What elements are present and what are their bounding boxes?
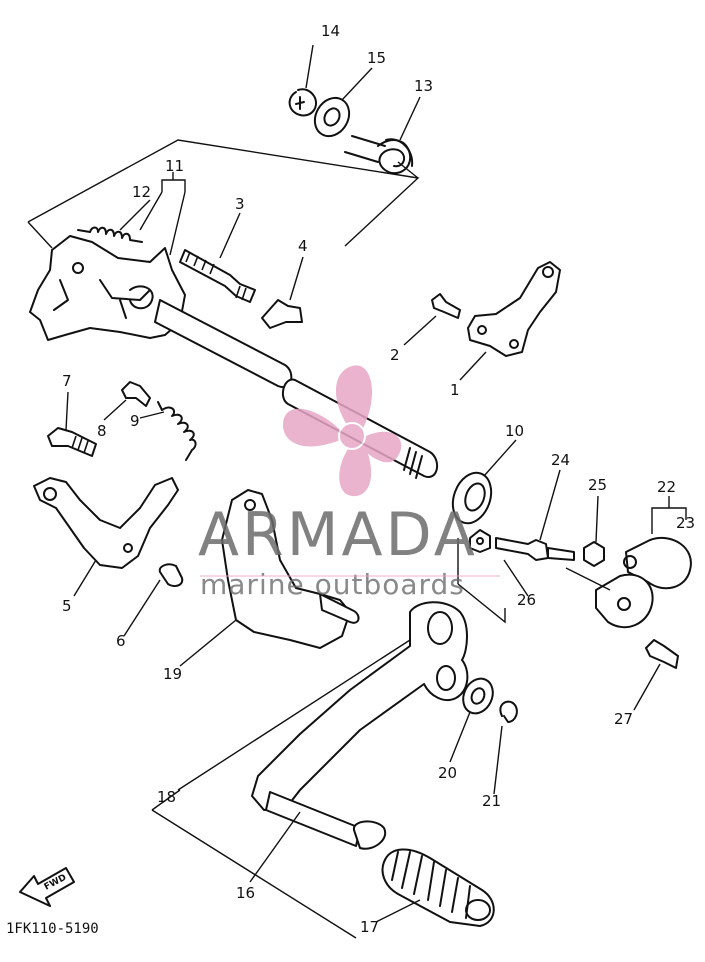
watermark-propeller-logo [283, 365, 402, 497]
part-label-11: 11 [165, 157, 184, 175]
footpeg-rubber-17 [381, 848, 495, 927]
part-label-2: 2 [390, 346, 400, 364]
logo-blade-top [335, 365, 373, 430]
leader-lines [65, 44, 661, 923]
nut-25 [583, 541, 605, 567]
part-label-9: 9 [130, 412, 140, 430]
oil-seal-10 [451, 471, 493, 525]
part-label-25: 25 [588, 476, 607, 494]
watermark-title: ARMADA [198, 500, 478, 570]
part-label-8: 8 [97, 422, 107, 440]
shift-pedal-18 [251, 601, 469, 811]
spring-9 [157, 401, 197, 461]
stopper-plate-4 [261, 299, 303, 329]
group-outline-16-18 [151, 789, 357, 939]
bolt-7 [47, 427, 97, 457]
part-label-6: 6 [116, 632, 126, 650]
rod-end-22-23 [623, 537, 692, 590]
part-label-19: 19 [163, 665, 182, 683]
shift-arm-19 [221, 489, 360, 649]
part-label-4: 4 [298, 237, 308, 255]
bolt-8 [121, 381, 151, 407]
bracket-22-23 [651, 496, 687, 534]
logo-blade-bottom [339, 440, 372, 497]
part-label-16: 16 [236, 884, 255, 902]
rod-end-lower [595, 573, 654, 629]
part-label-27: 27 [614, 710, 633, 728]
diagram-reference-code: 1FK110-5190 [6, 921, 99, 937]
part-label-7: 7 [62, 372, 72, 390]
bolt-27 [645, 639, 679, 669]
part-label-22: 22 [657, 478, 676, 496]
collar-6 [158, 563, 184, 587]
part-label-26: 26 [517, 591, 536, 609]
part-label-12: 12 [132, 183, 151, 201]
forward-direction-arrow: FWD [19, 867, 75, 907]
watermark-subtitle: marine outboards [200, 568, 465, 601]
logo-blade-left [283, 408, 342, 447]
part-label-5: 5 [62, 597, 72, 615]
part-label-1: 1 [450, 381, 460, 399]
group-bracket-11 [139, 172, 186, 256]
part-label-14: 14 [321, 22, 340, 40]
bolt-24 [495, 537, 575, 561]
pedal-shaft-16 [265, 791, 387, 850]
part-number-labels: 1 2 3 4 5 6 7 8 9 10 11 12 13 14 15 16 1… [62, 22, 695, 936]
part-label-20: 20 [438, 764, 457, 782]
part-label-17: 17 [360, 918, 379, 936]
part-label-21: 21 [482, 792, 501, 810]
shift-shaft-arm [29, 235, 186, 341]
part-label-3: 3 [235, 195, 245, 213]
return-plate-5 [33, 477, 179, 569]
part-label-10: 10 [505, 422, 524, 440]
part-label-18: 18 [157, 788, 176, 806]
stopper-lever-1 [467, 261, 561, 357]
part-label-15: 15 [367, 49, 386, 67]
part-label-13: 13 [414, 77, 433, 95]
spring-12 [77, 226, 143, 243]
logo-hub [338, 422, 366, 450]
torsion-spring-13 [344, 135, 414, 175]
clip-21 [499, 700, 518, 723]
logo-blade-right [360, 431, 402, 463]
stopper-bolt-3 [179, 249, 256, 303]
nut-26 [469, 529, 491, 553]
circlip-14 [288, 88, 318, 117]
part-label-23: 23 [676, 514, 695, 532]
screw-2 [431, 293, 461, 319]
part-label-24: 24 [551, 451, 570, 469]
